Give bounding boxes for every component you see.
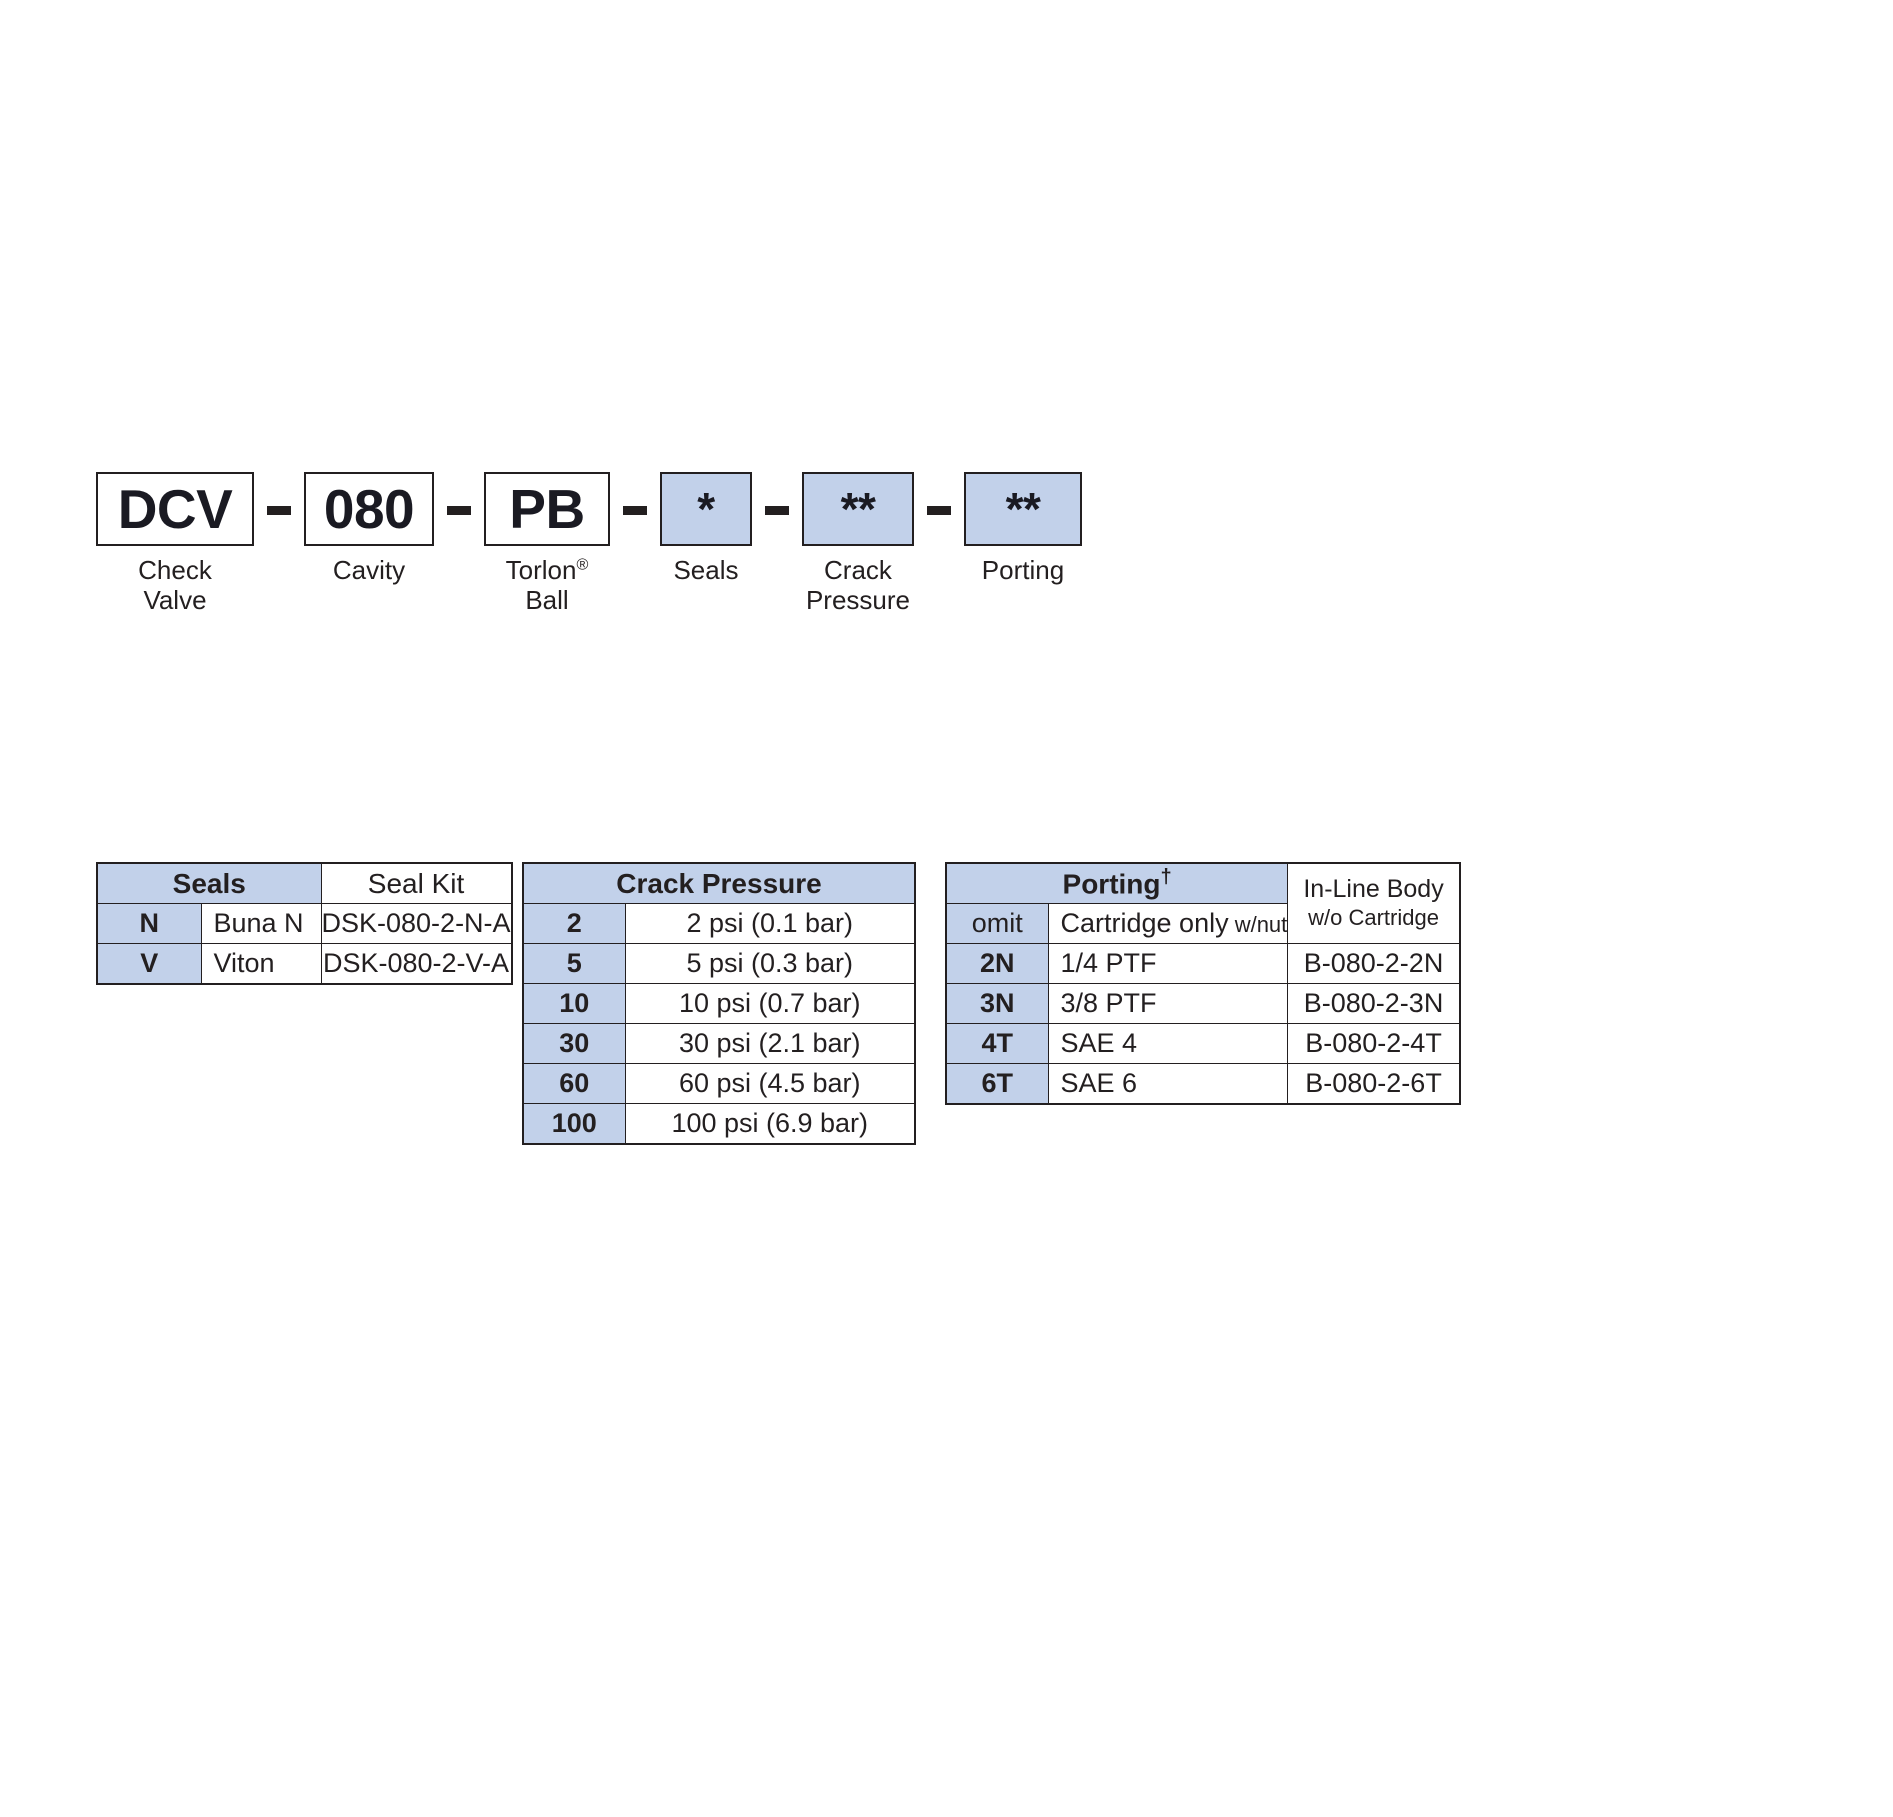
inline-body-cell-3: B-080-2-3N — [1287, 983, 1461, 1024]
seals-code-cell-1: N — [96, 903, 202, 944]
crack-pressure-code-cell-2: 5 — [522, 943, 626, 984]
model-code-box-3: PB — [484, 472, 610, 546]
inline-body-cell-2: B-080-2-2N — [1287, 943, 1461, 984]
crack-pressure-code-cell-3: 10 — [522, 983, 626, 1024]
porting-description-cell-1: Cartridge only w/nut — [1047, 903, 1289, 944]
porting-description-note-1: w/nut — [1228, 912, 1288, 937]
model-code-caption-1: Check Valve — [138, 555, 212, 616]
model-code-segment-3: PB Torlon®Ball — [484, 472, 610, 616]
model-code-segment-5: ** Crack Pressure — [802, 472, 914, 616]
seals-code-cell-2: V — [96, 943, 202, 985]
crack-pressure-code-cell-4: 30 — [522, 1023, 626, 1064]
crack-pressure-value-cell-3: 10 psi (0.7 bar) — [624, 983, 916, 1024]
crack-pressure-header-row: Crack Pressure — [522, 862, 916, 904]
porting-header-label: Porting† — [945, 862, 1289, 904]
crack-pressure-header-label: Crack Pressure — [522, 862, 916, 904]
crack-pressure-value-cell-2: 5 psi (0.3 bar) — [624, 943, 916, 984]
seal-kit-cell-2: DSK-080-2-V-A — [320, 943, 513, 985]
crack-pressure-value-cell-4: 30 psi (2.1 bar) — [624, 1023, 916, 1064]
porting-description-cell-3: 3/8 PTF — [1047, 983, 1289, 1024]
inline-body-header-sub: w/o Cartridge — [1308, 904, 1439, 930]
porting-code-cell-4: 4T — [945, 1023, 1049, 1064]
model-code-segment-6: ** Porting — [964, 472, 1082, 585]
seal-kit-header-label: Seal Kit — [320, 862, 513, 904]
model-code-caption-6: Porting — [981, 555, 1065, 585]
crack-pressure-code-cell-1: 2 — [522, 903, 626, 944]
model-code-segment-1: DCV Check Valve — [96, 472, 254, 616]
seals-material-cell-2: Viton — [200, 943, 322, 985]
crack-pressure-value-cell-5: 60 psi (4.5 bar) — [624, 1063, 916, 1104]
model-code-separator — [447, 506, 471, 515]
inline-body-cell-4: B-080-2-4T — [1287, 1023, 1461, 1064]
crack-pressure-value-cell-1: 2 psi (0.1 bar) — [624, 903, 916, 944]
seals-header-label: Seals — [96, 862, 322, 904]
model-code-separator — [765, 506, 789, 515]
porting-code-cell-1: omit — [945, 903, 1049, 944]
model-code-box-5: ** — [802, 472, 914, 546]
inline-body-cell-5: B-080-2-6T — [1287, 1063, 1461, 1105]
crack-pressure-code-cell-5: 60 — [522, 1063, 626, 1104]
model-code-separator — [927, 506, 951, 515]
model-code-segment-4: * Seals — [660, 472, 752, 585]
model-code-separator — [623, 506, 647, 515]
model-code-caption-3: Torlon®Ball — [505, 555, 589, 616]
dagger-icon: † — [1160, 866, 1172, 889]
seal-kit-cell-1: DSK-080-2-N-A — [320, 903, 513, 944]
model-code-caption-5: Crack Pressure — [805, 555, 911, 616]
porting-description-cell-4: SAE 4 — [1047, 1023, 1289, 1064]
model-code-separator — [267, 506, 291, 515]
model-code-box-1: DCV — [96, 472, 254, 546]
crack-pressure-value-cell-6: 100 psi (6.9 bar) — [624, 1103, 916, 1145]
registered-trademark-icon: ® — [576, 555, 589, 574]
porting-description-cell-5: SAE 6 — [1047, 1063, 1289, 1105]
porting-code-cell-2: 2N — [945, 943, 1049, 984]
model-code-caption-4: Seals — [673, 555, 739, 585]
crack-pressure-code-cell-6: 100 — [522, 1103, 626, 1145]
porting-code-cell-3: 3N — [945, 983, 1049, 1024]
model-code-box-4: * — [660, 472, 752, 546]
porting-description-cell-2: 1/4 PTF — [1047, 943, 1289, 984]
seals-material-cell-1: Buna N — [200, 903, 322, 944]
model-code-box-6: ** — [964, 472, 1082, 546]
model-code-caption-2: Cavity — [332, 555, 406, 585]
porting-code-cell-5: 6T — [945, 1063, 1049, 1105]
model-code-box-2: 080 — [304, 472, 434, 546]
